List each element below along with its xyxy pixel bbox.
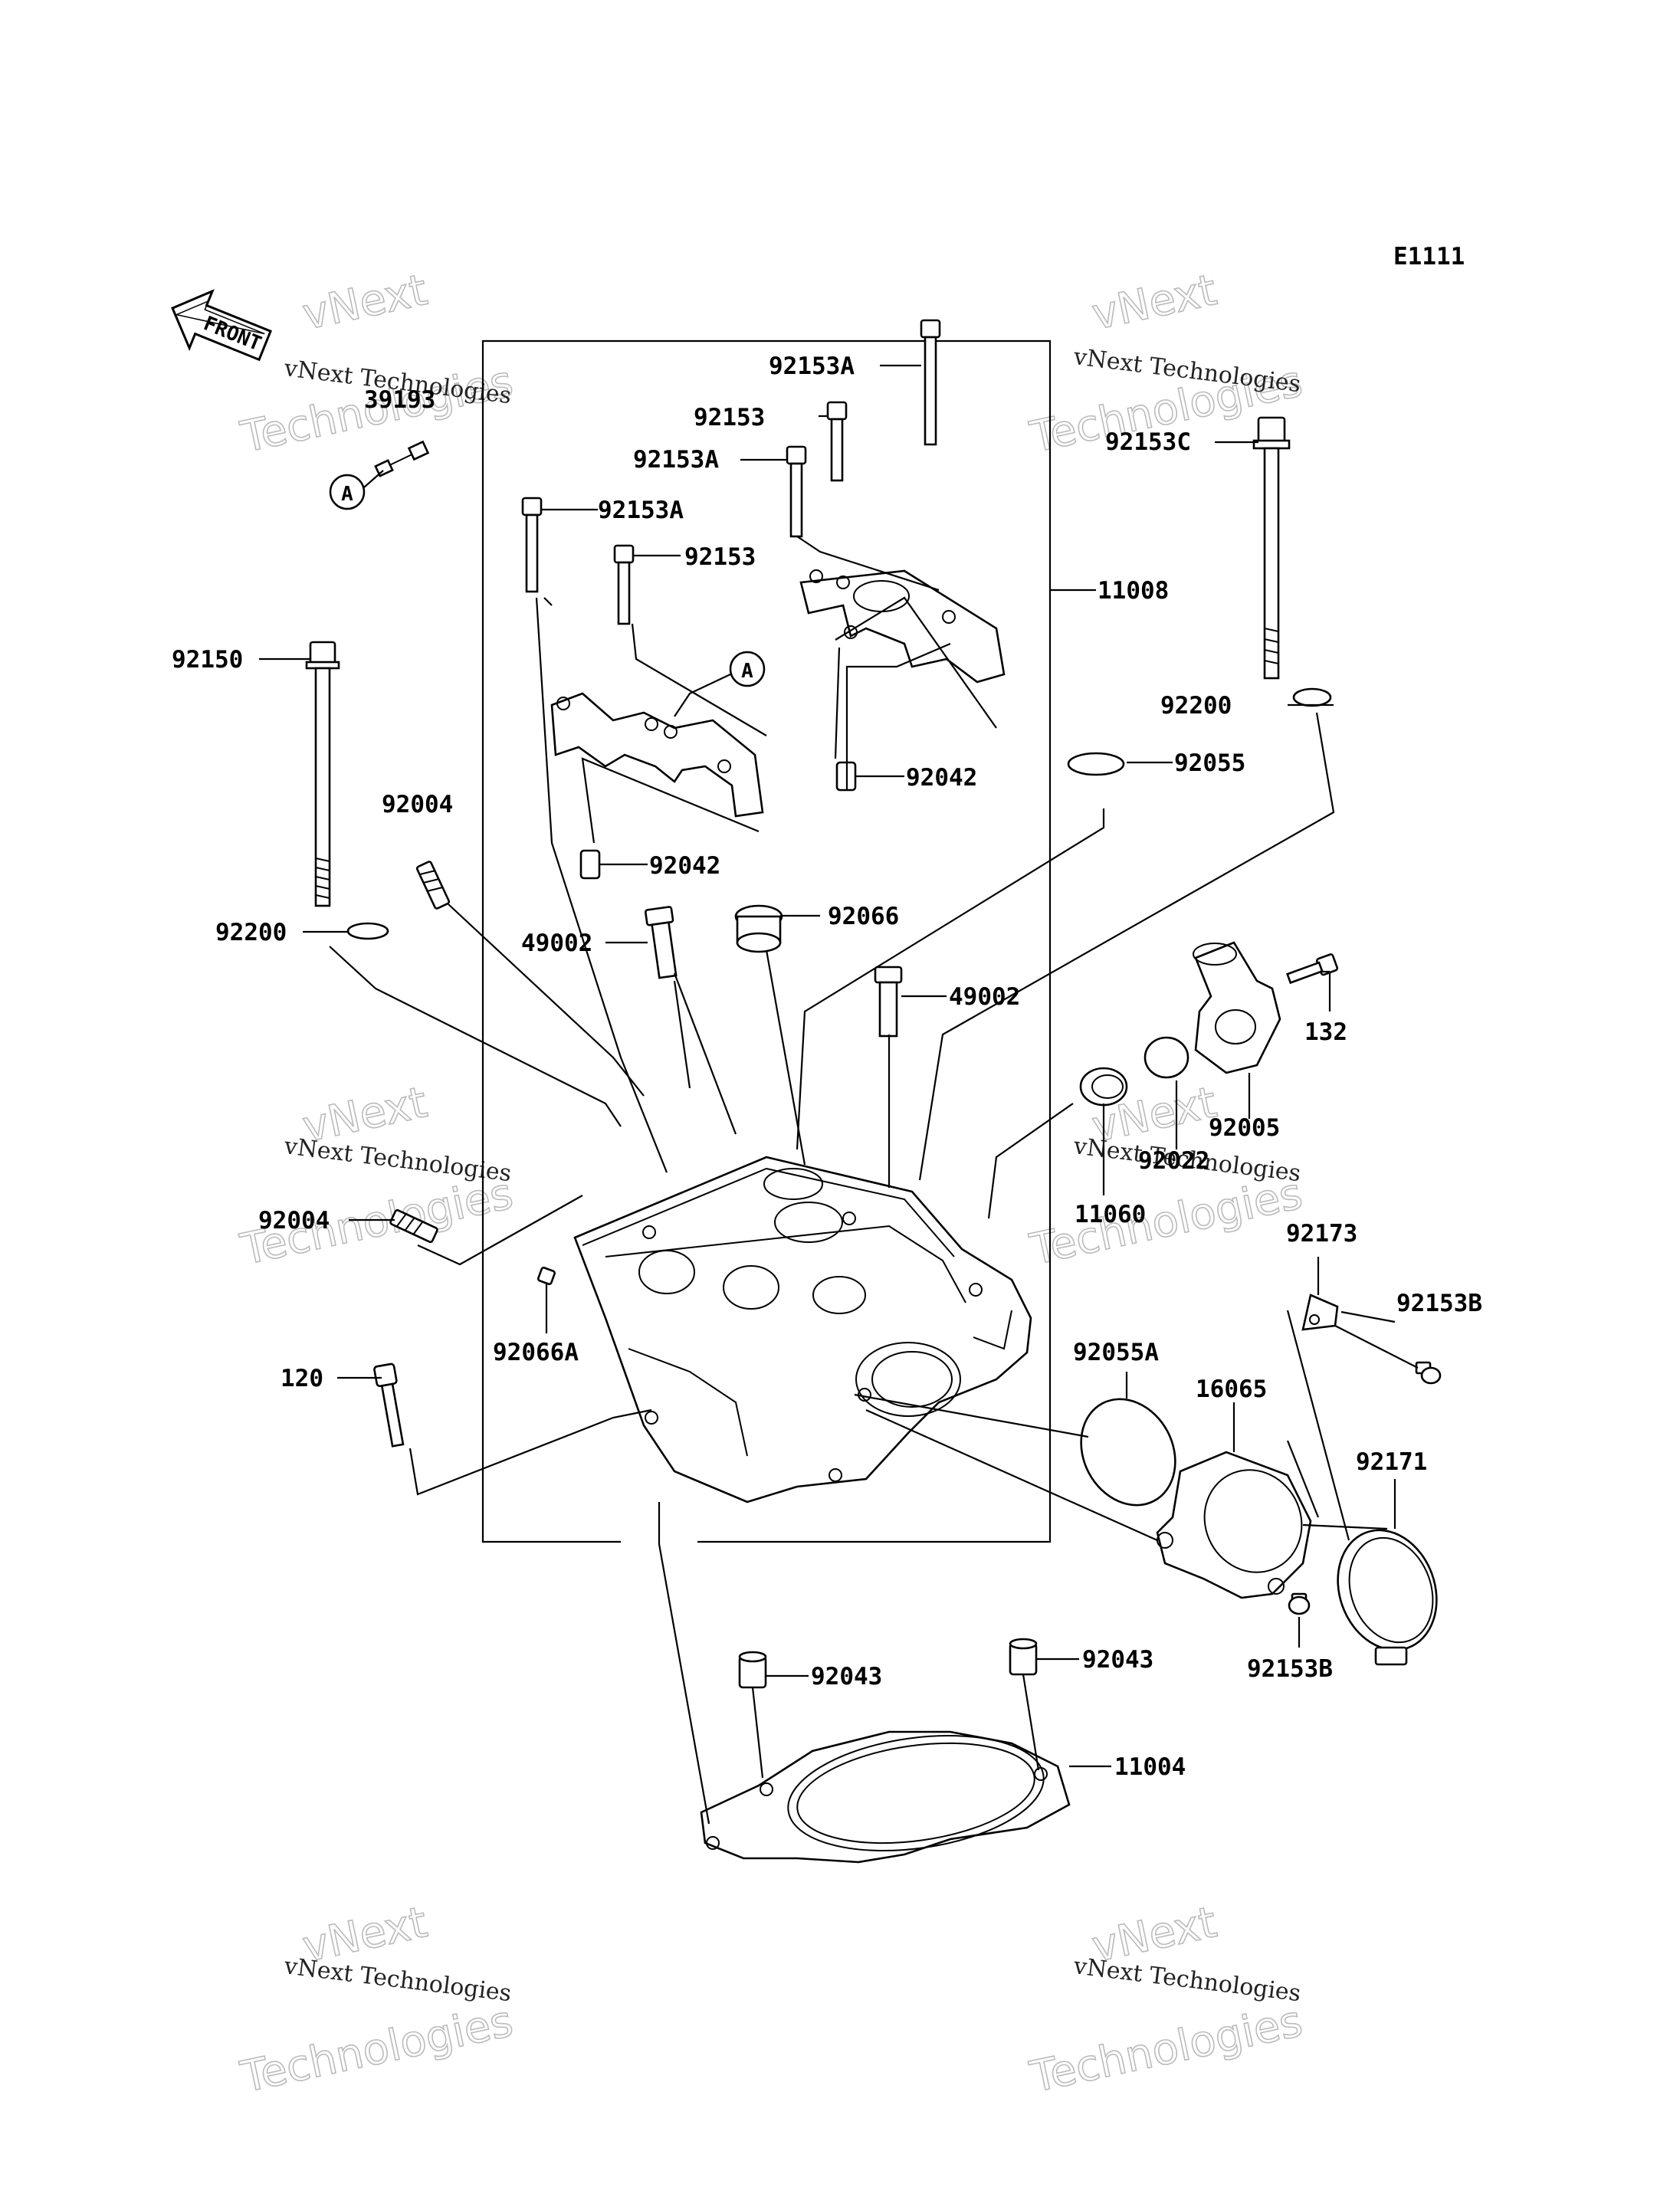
stud-bolt-92153C: [1252, 416, 1291, 680]
dowel-92043-right: [1009, 1638, 1038, 1676]
diagram-code: E1111: [1393, 243, 1465, 271]
label-11060: 11060: [1075, 1201, 1146, 1228]
head-gasket-11004: [700, 1730, 1071, 1864]
plug-92066A: [537, 1267, 556, 1285]
bolt-39193: [374, 440, 430, 477]
label-92066: 92066: [828, 903, 899, 930]
bracket-92173: [1301, 1294, 1339, 1331]
label-49002-right: 49002: [949, 983, 1020, 1011]
bolt-92153A-left: [521, 497, 543, 593]
plug-92066: [734, 904, 783, 953]
label-92004-upper: 92004: [382, 791, 453, 818]
label-92153A-mid: 92153A: [633, 446, 719, 474]
dowel-92043-left: [738, 1651, 767, 1689]
stud-bolt-92150: [305, 641, 340, 907]
washer-92200-right: [1292, 687, 1332, 707]
stud-92004-lower: [389, 1208, 438, 1244]
bolt-92153-top: [826, 401, 848, 482]
label-92043-left: 92043: [811, 1663, 882, 1690]
bolt-92153-left: [613, 544, 635, 625]
bolt-132: [1286, 953, 1339, 985]
label-92055: 92055: [1174, 749, 1245, 777]
leader-lines: [259, 364, 1419, 1825]
water-outlet-92005: [1193, 941, 1281, 1074]
svg-text:vNext: vNext: [298, 265, 431, 340]
label-92066A: 92066A: [493, 1339, 579, 1366]
label-92022: 92022: [1138, 1147, 1209, 1175]
label-49002-left: 49002: [521, 930, 592, 957]
bolt-92153A-top: [920, 319, 941, 446]
valve-guide-49002-right: [874, 966, 903, 1038]
label-92153A-top: 92153A: [769, 353, 855, 380]
cylinder-head: [573, 1156, 1032, 1503]
bolt-92153A-mid: [786, 445, 807, 538]
svg-text:Technologies: Technologies: [1025, 1169, 1306, 1275]
label-11008: 11008: [1098, 577, 1169, 605]
label-92173: 92173: [1286, 1220, 1357, 1248]
label-16065: 16065: [1196, 1376, 1267, 1403]
camshaft-cap-left: [550, 692, 764, 818]
bolt-92153B-lower: [1288, 1592, 1311, 1615]
label-120: 120: [281, 1365, 323, 1392]
label-92200-right: 92200: [1160, 692, 1232, 720]
label-39193: 39193: [364, 386, 435, 414]
svg-text:A: A: [341, 483, 353, 506]
label-92153C: 92153C: [1105, 428, 1191, 456]
front-arrow-icon: FRONT: [171, 289, 272, 362]
svg-text:vNext Technologies: vNext Technologies: [282, 1133, 513, 1187]
svg-text:Technologies: Technologies: [1025, 1996, 1306, 2103]
svg-text:Technologies: Technologies: [236, 1996, 517, 2103]
watermark-top-left: vNext Technologies vNext Technologies: [236, 264, 518, 463]
o-ring-92055A: [1080, 1398, 1176, 1507]
seal-11060: [1079, 1067, 1128, 1107]
bolt-92153B-upper: [1415, 1361, 1442, 1385]
watermark-bottom-right: vNext Technologies vNext Technologies: [1025, 1897, 1308, 2103]
valve-guide-49002-left: [644, 906, 678, 979]
label-92200-left: 92200: [215, 919, 287, 946]
svg-text:vNext Technologies: vNext Technologies: [282, 1953, 513, 2007]
label-92171: 92171: [1356, 1448, 1427, 1476]
intake-holder-16065: [1156, 1451, 1312, 1599]
watermark-bottom-left: vNext Technologies vNext Technologies: [236, 1897, 518, 2103]
o-ring-92055: [1067, 752, 1125, 776]
clamp-92171: [1337, 1529, 1438, 1666]
svg-text:vNext Technologies: vNext Technologies: [1071, 1953, 1302, 2007]
label-92153-top: 92153: [694, 404, 765, 431]
label-92153B-lower: 92153B: [1247, 1655, 1333, 1683]
dowel-pin-92042-left: [579, 849, 601, 880]
svg-text:A: A: [741, 660, 753, 683]
ref-marker-a-left: A: [329, 470, 384, 510]
o-ring-92022: [1144, 1036, 1189, 1079]
ref-marker-a-right: A: [674, 651, 766, 717]
svg-text:vNext: vNext: [1088, 265, 1221, 340]
label-92042-left: 92042: [649, 852, 720, 880]
label-92153B-upper: 92153B: [1396, 1290, 1482, 1317]
label-92153A-left: 92153A: [598, 497, 684, 524]
camshaft-cap-right: [799, 569, 1006, 684]
label-92055A: 92055A: [1073, 1339, 1159, 1366]
label-92005: 92005: [1209, 1114, 1280, 1142]
watermark-mid-left: vNext Technologies vNext Technologies: [236, 1077, 518, 1275]
label-92042-right: 92042: [906, 764, 977, 792]
assembly-bracket: [481, 339, 1052, 1543]
bolt-120: [373, 1362, 405, 1448]
label-11004: 11004: [1114, 1753, 1186, 1781]
label-132: 132: [1304, 1018, 1347, 1046]
stud-92004-upper: [415, 861, 451, 910]
label-92153-left: 92153: [684, 543, 756, 571]
label-92043-right: 92043: [1082, 1646, 1153, 1674]
label-92004-lower: 92004: [258, 1207, 330, 1235]
label-92150: 92150: [172, 646, 243, 674]
washer-92200-left: [346, 922, 389, 940]
